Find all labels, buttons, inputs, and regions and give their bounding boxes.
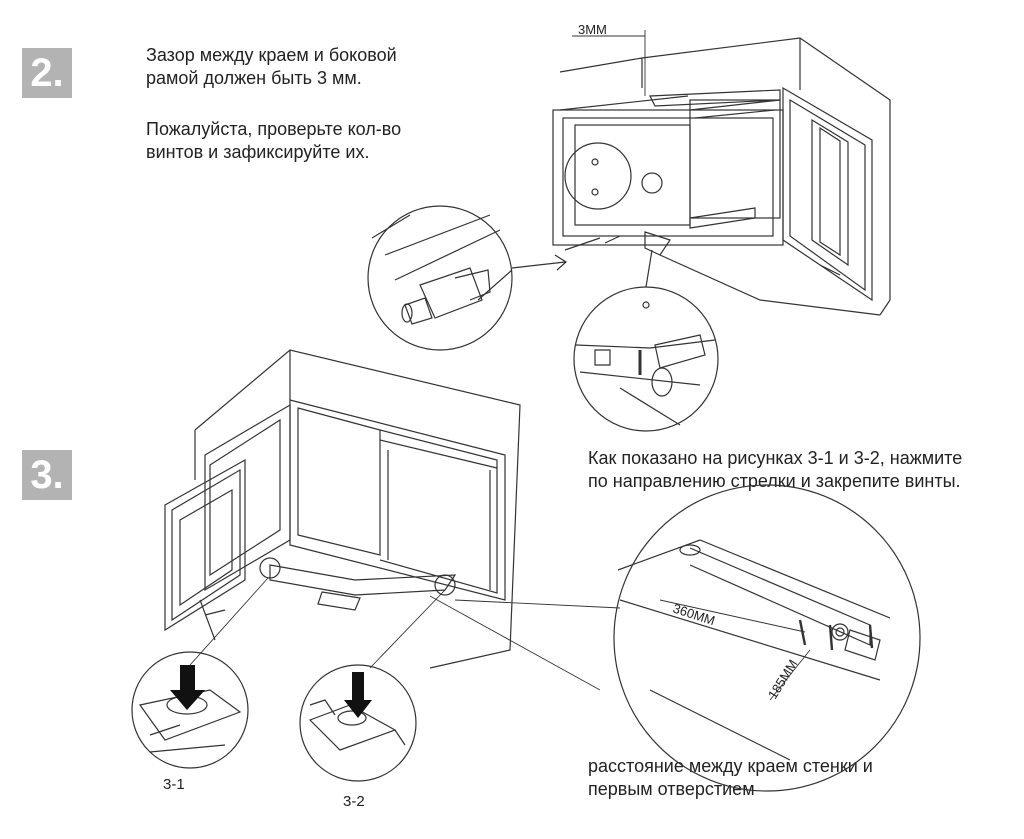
step-3-text-line-1: Как показано на рисунках 3-1 и 3-2, нажм… bbox=[588, 448, 963, 468]
gap-dimension-label: 3MM bbox=[578, 22, 607, 37]
step-3-cabinet-drawing bbox=[164, 349, 621, 691]
dimension-185mm: 185MM bbox=[765, 657, 801, 702]
step-2-zoom-pin bbox=[367, 205, 567, 351]
figure-3-2-label: 3-2 bbox=[343, 793, 365, 810]
step-2-text-line-2: рамой должен быть 3 мм. bbox=[146, 68, 362, 88]
caption-line-1: расстояние между краем стенки и bbox=[588, 756, 873, 776]
step-3-text-line-2: по направлению стрелки и закрепите винты… bbox=[588, 471, 961, 491]
step-3-zoom-dimensions: 360MM 185MM bbox=[613, 484, 921, 792]
step-2-text-line-4: винтов и зафиксируйте их. bbox=[146, 142, 370, 162]
step-2-text-line-3: Пожалуйста, проверьте кол-во bbox=[146, 119, 402, 139]
dimension-360mm: 360MM bbox=[671, 601, 717, 629]
step-2-zoom-screw bbox=[573, 249, 719, 432]
figure-3-1-label: 3-1 bbox=[163, 776, 185, 793]
caption-line-2: первым отверстием bbox=[588, 779, 755, 799]
zoom-figure-3-2 bbox=[299, 664, 417, 782]
zoom-figure-3-1 bbox=[131, 651, 249, 769]
step-3-badge: 3. bbox=[22, 450, 72, 500]
step-2-badge: 2. bbox=[22, 48, 72, 98]
step-2-cabinet-drawing bbox=[552, 30, 891, 316]
step-2-text-line-1: Зазор между краем и боковой bbox=[146, 45, 397, 65]
